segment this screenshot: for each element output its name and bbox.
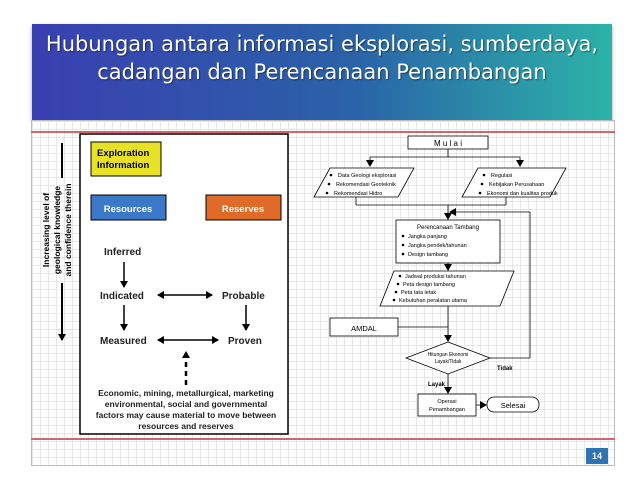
planning-item-2: Jangka pendek/tahunan	[408, 243, 467, 249]
title-line-1: Hubungan antara informasi eksplorasi, su…	[45, 32, 599, 56]
decision-line-2: Layak/Tidak	[435, 359, 462, 365]
planning-item-3: Design tambang	[408, 252, 448, 258]
measured-label: Measured	[100, 336, 147, 347]
exploration-label-2: Information	[97, 160, 149, 171]
end-label: Selesai	[501, 401, 526, 410]
left-input-2: Rekomendasi Geoteknik	[336, 182, 396, 188]
page-number-badge: 14	[586, 448, 608, 464]
mine-planning-box	[395, 219, 501, 264]
right-input-3: Ekonomi dan kualitas produk	[487, 191, 558, 197]
note-line-4: resources and reserves	[138, 421, 234, 431]
regulation-input-box	[461, 167, 567, 198]
output-2: Peta design tambang	[403, 282, 455, 288]
side-label-3: and confidence therein	[63, 183, 73, 276]
planning-outputs-box	[379, 270, 515, 307]
right-input-2: Kebijakan Perusahaan	[489, 182, 544, 188]
amdal-label: AMDAL	[351, 324, 377, 333]
inferred-label: Inferred	[104, 247, 141, 258]
note-line-3: factors may cause material to move betwe…	[96, 410, 276, 420]
title-line-2: cadangan dan Perencanaan Penambangan	[97, 60, 547, 84]
reserves-box	[205, 194, 282, 221]
title-banner	[32, 24, 612, 120]
note-line-2: environmental, social and governmental	[105, 399, 268, 409]
output-3: Peta tata letak	[401, 290, 436, 296]
top-divider-line	[31, 131, 615, 133]
left-input-3: Rekomendasi Hidro	[334, 191, 382, 197]
probable-label: Probable	[222, 291, 265, 302]
bottom-divider-line	[31, 438, 615, 440]
reserves-label: Reserves	[222, 204, 264, 215]
operation-line-1: Operasi	[437, 399, 456, 405]
decision-line-1: Hitungan Ekonomi	[428, 352, 469, 358]
output-4: Kebutuhan peralatan utama	[399, 298, 468, 304]
slide-title: Hubungan antara informasi eksplorasi, su…	[36, 30, 608, 86]
exploration-label-1: Exploration	[97, 148, 149, 159]
diagram-frame	[79, 133, 289, 435]
start-label: M u l a i	[434, 139, 462, 148]
resources-box	[90, 194, 167, 221]
resources-label: Resources	[104, 204, 153, 215]
proven-label: Proven	[228, 336, 262, 347]
side-label-2: geological knowledge	[52, 186, 62, 275]
planning-item-1: Jangka panjang	[408, 234, 447, 240]
right-input-1: Regulasi	[491, 173, 512, 179]
planning-title: Perencanaan Tambang	[417, 225, 479, 231]
exploration-information-box	[90, 141, 162, 177]
operation-line-2: Penambangan	[429, 407, 465, 413]
no-label: Tidak	[497, 366, 513, 372]
end-terminator	[486, 396, 540, 413]
geology-input-box	[313, 167, 415, 198]
yes-label: Layak	[428, 382, 446, 388]
note-line-1: Economic, mining, metallurgical, marketi…	[98, 388, 274, 398]
output-1: Jadwal produksi tahunan	[405, 274, 466, 280]
side-label-1: Increasing level of	[41, 193, 51, 267]
left-input-1: Data Geologi eksplorasi	[338, 173, 396, 179]
indicated-label: Indicated	[100, 291, 144, 302]
economic-decision-diamond	[404, 341, 492, 375]
